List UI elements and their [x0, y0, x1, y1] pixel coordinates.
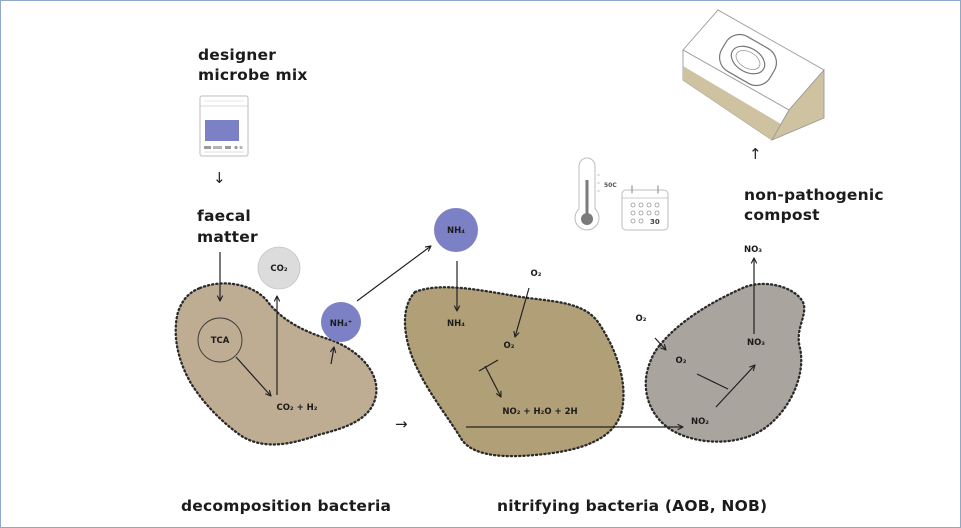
oxygen-into-blob-arrow — [513, 287, 530, 338]
compost-bin-side — [770, 68, 825, 141]
temperature-label: 50C — [604, 182, 617, 189]
nitrite-oxidation-blob — [644, 282, 806, 443]
nob-oxygen-outer-label: O₂ — [636, 314, 647, 324]
calendar-icon — [621, 185, 669, 231]
thermometer-icon — [574, 157, 600, 231]
decomposition-products-label: CO₂ + H₂ — [276, 403, 317, 413]
ammonium-circle-label: NH₄ — [447, 226, 465, 236]
compost-label-line2: compost — [744, 206, 820, 224]
faecal-matter-group: faecal matter — [197, 207, 258, 246]
nitrification-reaction-tie — [478, 359, 499, 372]
nob-reaction-tie — [696, 373, 729, 390]
decomposition-blob — [174, 282, 378, 446]
tca-to-products-arrow — [235, 356, 272, 397]
compost-bin-front-fill — [683, 66, 781, 140]
oxygen-inner-label: O₂ — [504, 341, 515, 351]
nob-oxygen-inner-label: O₂ — [676, 356, 687, 366]
nitrate-outer-label: NO₃ — [744, 245, 762, 255]
duration-days-label: 30 — [650, 218, 660, 226]
decomposition-caption: decomposition bacteria — [181, 497, 391, 515]
faecal-matter-label-line1: faecal — [197, 207, 251, 225]
nitrification-caption: nitrifying bacteria (AOB, NOB) — [497, 497, 767, 515]
microbe-mix-label-line2: microbe mix — [198, 66, 308, 84]
right-arrow-glyph: → — [395, 415, 408, 433]
up-arrow-glyph: ↑ — [749, 145, 762, 163]
package-label-panel — [205, 120, 239, 141]
ammonium-transfer-arrow — [356, 245, 432, 302]
nitrate-inner-label: NO₃ — [747, 338, 765, 348]
tca-circle — [197, 317, 243, 363]
ammonium-plus-label: NH₄⁺ — [330, 319, 352, 329]
blob-to-ammonium-arrow — [330, 346, 337, 365]
nitrite-label: NO₂ — [691, 417, 709, 427]
down-arrow-glyph: ↓ — [213, 169, 226, 187]
co2-label: CO₂ — [270, 264, 287, 274]
nob-reaction-arrow — [715, 364, 756, 408]
ammonium-inner-label: NH₄ — [447, 319, 465, 329]
package-icon — [199, 95, 249, 157]
oxygen-outer-label: O₂ — [531, 269, 542, 279]
ammonium-circle — [434, 208, 478, 252]
faecal-matter-label-line2: matter — [197, 228, 258, 246]
microbe-mix-label-line1: designer — [198, 46, 276, 64]
ammonium-plus-circle — [321, 302, 361, 342]
microbe-mix-group: designer microbe mix ↓ — [198, 46, 308, 187]
tca-label: TCA — [211, 336, 230, 346]
co2-circle — [257, 246, 301, 290]
compost-label-line1: non-pathogenic — [744, 186, 884, 204]
nitrification-reaction-arrow — [484, 365, 502, 398]
nitrification-blob — [403, 286, 625, 458]
nitrification-products-label: NO₂ + H₂O + 2H — [502, 407, 577, 417]
compost-bin-icon — [682, 9, 825, 141]
nob-oxygen-arrow — [654, 337, 667, 351]
